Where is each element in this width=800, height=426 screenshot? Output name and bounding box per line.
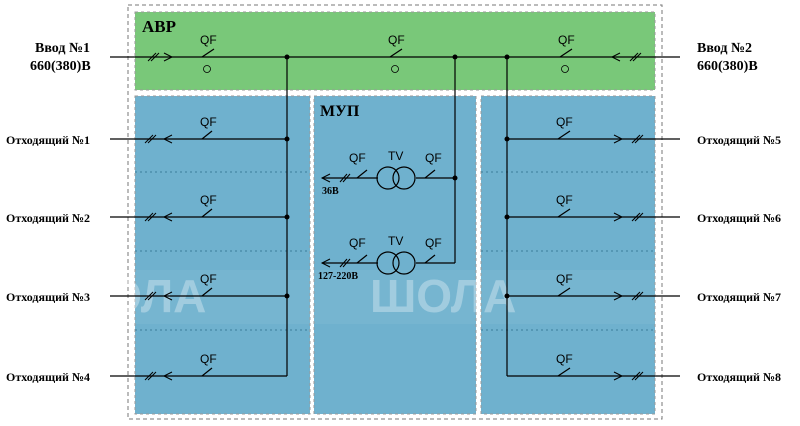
svg-text:TV: TV — [388, 149, 403, 163]
svg-text:QF: QF — [556, 272, 573, 286]
svg-text:Отходящий №7: Отходящий №7 — [697, 290, 781, 304]
bus-junctions — [284, 54, 510, 60]
svg-text:QF: QF — [425, 236, 442, 250]
input-breaker-1: QF — [147, 33, 217, 73]
svg-text:QF: QF — [200, 115, 217, 129]
outer-boundary — [127, 4, 663, 420]
left-feeder-junctions — [284, 136, 290, 299]
section-breaker: QF — [388, 33, 405, 73]
outgoing-right-labels: Отходящий №5 Отходящий №6 Отходящий №7 О… — [697, 133, 781, 384]
right-breaker-labels: QF QF QF QF — [556, 115, 573, 366]
svg-text:QF: QF — [388, 33, 405, 47]
svg-text:QF: QF — [349, 151, 366, 165]
mup-circuit-2 — [320, 251, 456, 275]
mup-junction — [452, 175, 458, 181]
svg-text:QF: QF — [425, 151, 442, 165]
outgoing-left-labels: Отходящий №1 Отходящий №2 Отходящий №3 О… — [6, 133, 90, 384]
svg-text:QF: QF — [200, 33, 217, 47]
right-panel — [480, 95, 656, 415]
row-separators — [135, 171, 655, 331]
avr-panel — [134, 11, 656, 91]
svg-text:36В: 36В — [322, 186, 339, 197]
svg-text:TV: TV — [388, 234, 403, 248]
svg-text:QF: QF — [556, 193, 573, 207]
right-feeders — [507, 138, 680, 377]
mup-circuit-1 — [320, 166, 455, 190]
svg-text:QF: QF — [556, 352, 573, 366]
avr-title: АВР — [142, 17, 176, 36]
svg-text:QF: QF — [556, 115, 573, 129]
left-panel — [134, 95, 311, 415]
input-1-voltage: 660(380)В — [30, 59, 91, 74]
right-feeder-junctions — [504, 136, 510, 299]
svg-text:127-220В: 127-220В — [318, 271, 358, 282]
left-feeder-symbols — [144, 130, 213, 381]
svg-text:QF: QF — [349, 236, 366, 250]
svg-text:Отходящий №8: Отходящий №8 — [697, 370, 781, 384]
svg-text:Отходящий №2: Отходящий №2 — [6, 211, 90, 225]
input-breaker-2: QF — [558, 33, 642, 73]
svg-text:QF: QF — [558, 33, 575, 47]
watermark: ШОЛА ШОЛА ШОЛА — [0, 270, 800, 324]
svg-text:ШОЛА: ШОЛА — [660, 270, 800, 322]
svg-text:Отходящий №6: Отходящий №6 — [697, 211, 781, 225]
left-feeders — [110, 138, 287, 377]
svg-text:Отходящий №4: Отходящий №4 — [6, 370, 90, 384]
mup-labels: QF TV QF QF TV QF 36В 127-220В — [318, 149, 442, 282]
svg-text:QF: QF — [200, 352, 217, 366]
input-2-voltage: 660(380)В — [697, 59, 758, 74]
input-1-label: Ввод №1 — [35, 41, 90, 56]
svg-text:ШОЛА: ШОЛА — [370, 270, 516, 322]
svg-text:Отходящий №3: Отходящий №3 — [6, 290, 90, 304]
right-feeder-symbols — [557, 130, 644, 381]
mup-title: МУП — [320, 103, 360, 120]
left-breaker-labels: QF QF QF QF — [200, 115, 217, 366]
svg-text:Отходящий №5: Отходящий №5 — [697, 133, 781, 147]
input-2-label: Ввод №2 — [697, 41, 752, 56]
svg-text:Отходящий №1: Отходящий №1 — [6, 133, 90, 147]
svg-text:QF: QF — [200, 272, 217, 286]
svg-text:QF: QF — [200, 193, 217, 207]
